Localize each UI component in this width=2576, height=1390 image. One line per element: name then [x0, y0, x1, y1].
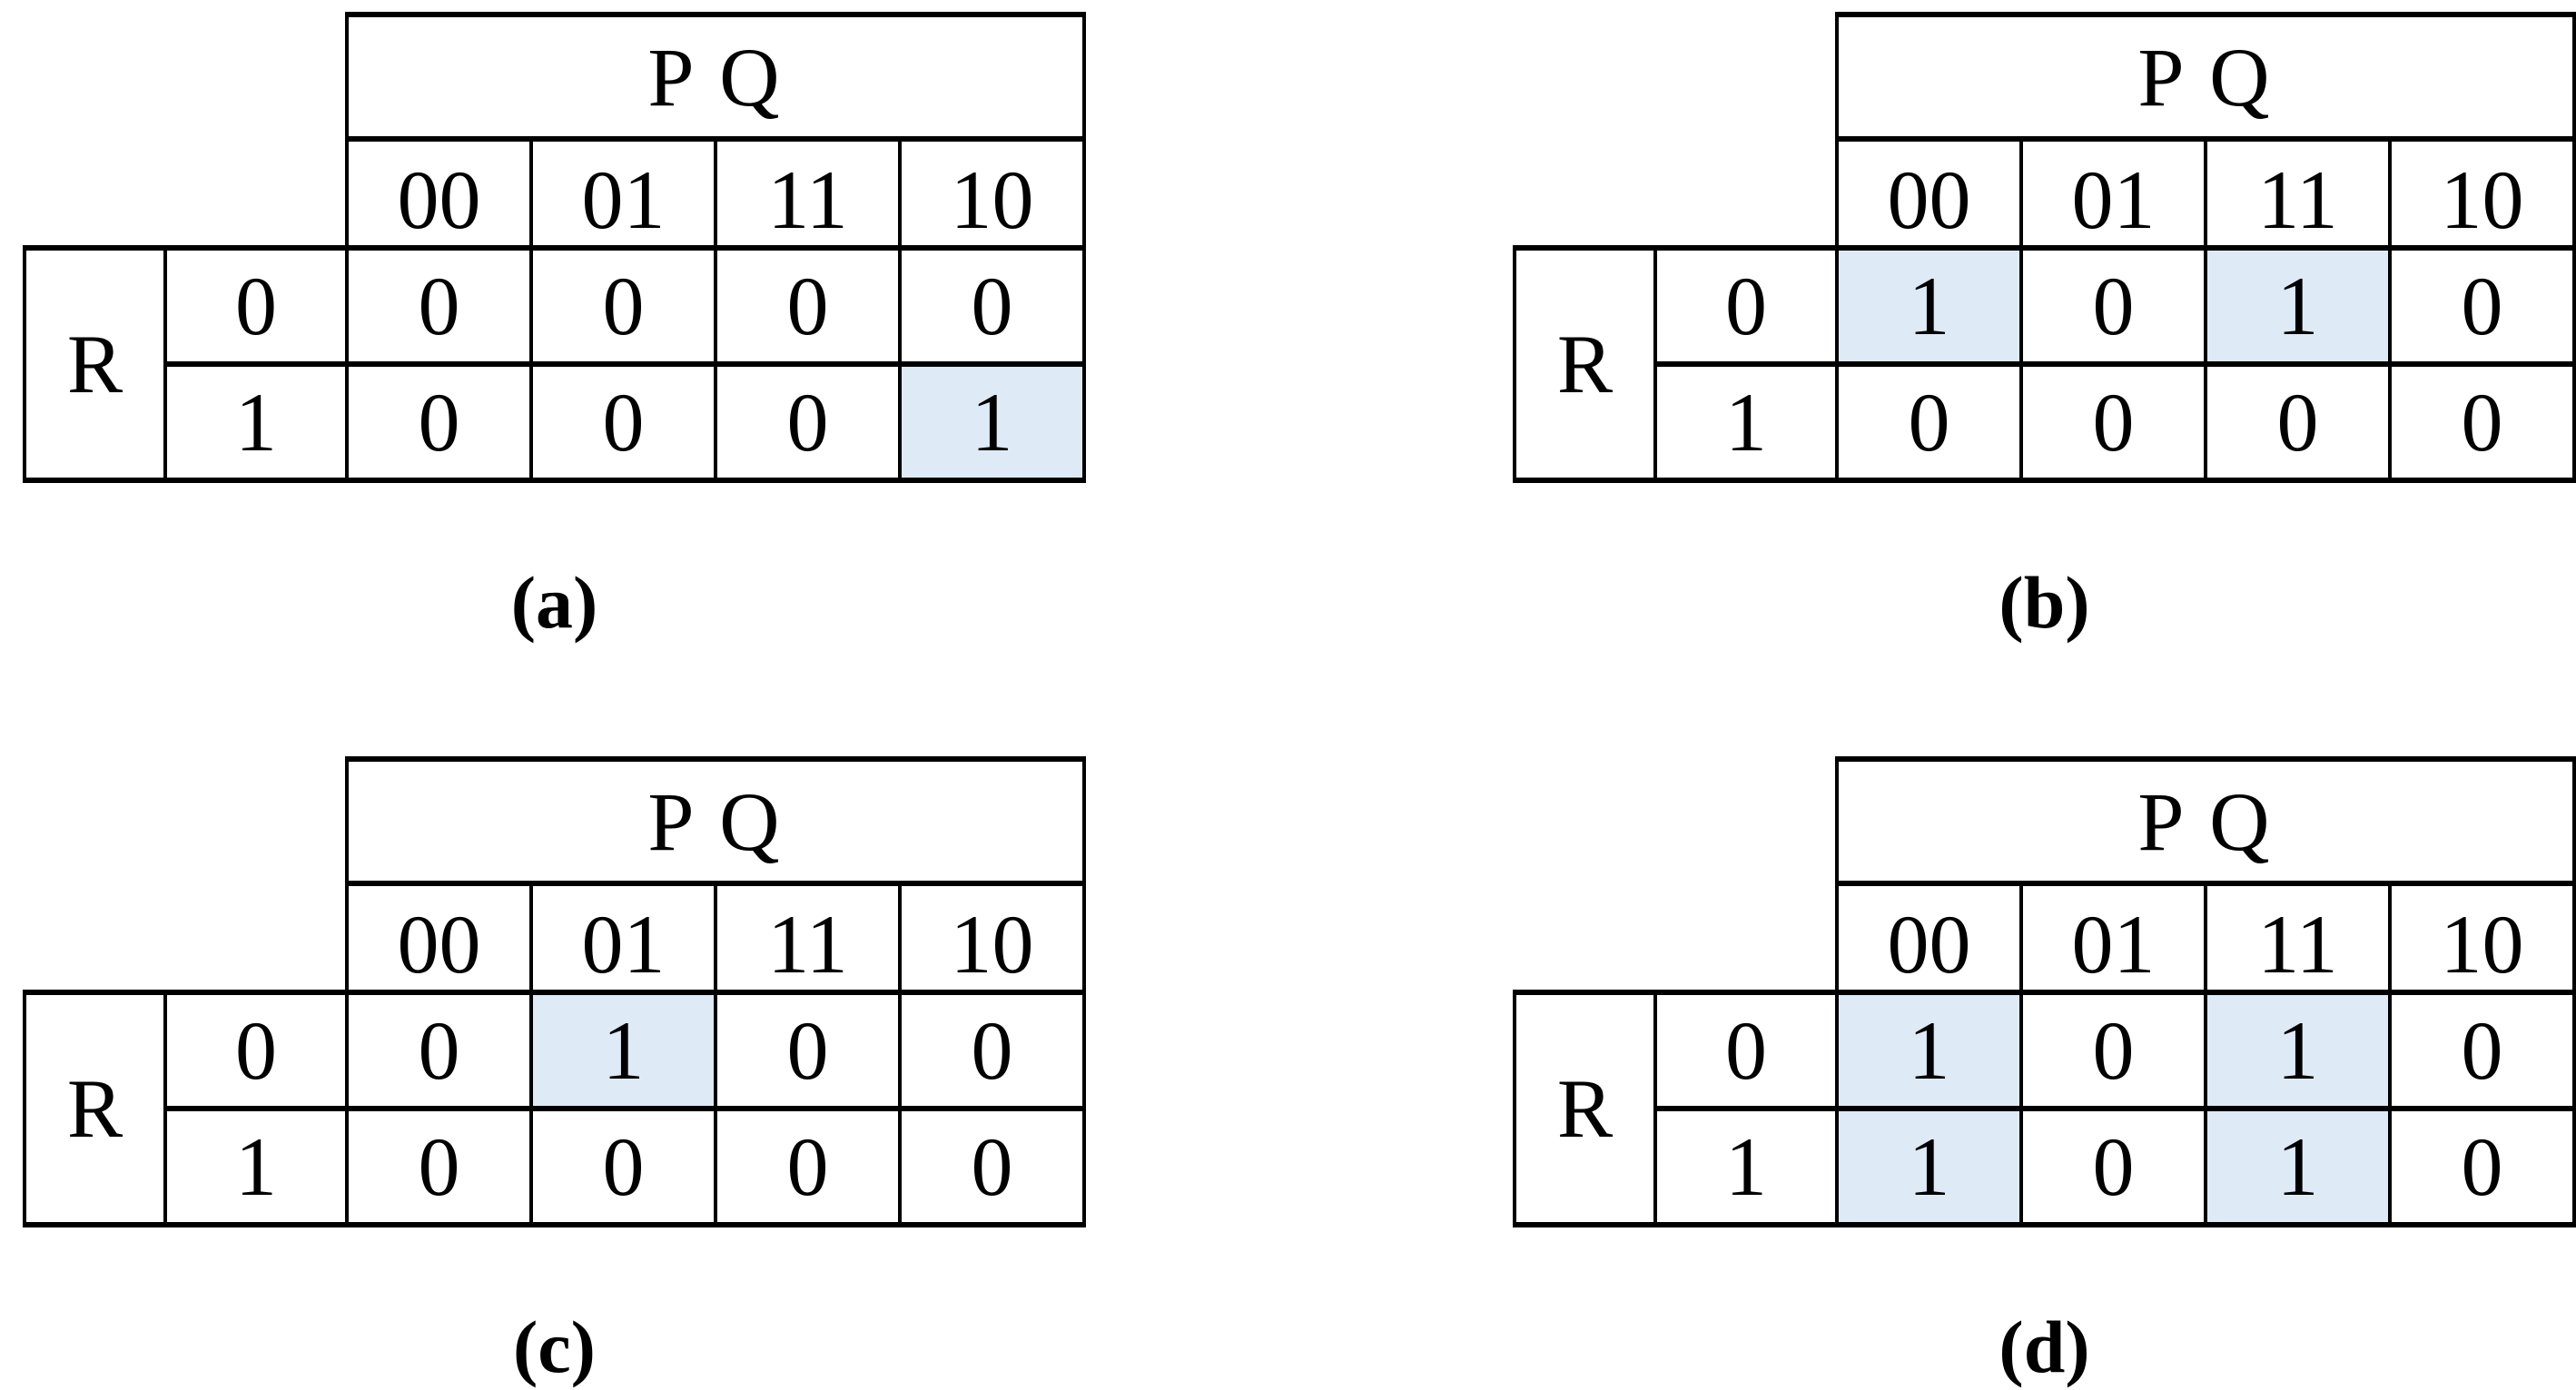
row-group-label: R — [1513, 990, 1657, 1227]
col-header-00: 00 — [345, 881, 533, 995]
row-header-1: 1 — [1653, 361, 1839, 483]
kmap-cell: 0 — [714, 1106, 902, 1227]
blank-corner — [25, 139, 347, 248]
kmap-cell: 0 — [714, 361, 902, 483]
row-header-0: 0 — [1653, 245, 1839, 367]
kmap-panel-c: P Q 00 01 11 10 R 0 0 1 0 0 1 0 0 0 0 (c… — [23, 756, 1086, 1390]
kmap-cell: 0 — [1835, 361, 2023, 483]
kmap-cell: 0 — [898, 990, 1086, 1111]
col-header-10: 10 — [2388, 881, 2576, 995]
kmap-cell: 0 — [714, 245, 902, 367]
kmap-cell: 0 — [529, 1106, 717, 1227]
kmap-cell: 0 — [898, 245, 1086, 367]
blank-corner — [25, 15, 347, 139]
kmap-cell: 0 — [2388, 361, 2576, 483]
kmap-cell: 1 — [2204, 245, 2392, 367]
col-header-01: 01 — [2019, 881, 2207, 995]
row-header-0: 0 — [163, 990, 349, 1111]
row-header-0: 0 — [1653, 990, 1839, 1111]
kmap-cell: 1 — [898, 361, 1086, 483]
blank-corner — [1515, 15, 1837, 139]
kmap-cell: 0 — [714, 990, 902, 1111]
col-header-11: 11 — [2204, 881, 2392, 995]
kmap-cell: 0 — [2388, 1106, 2576, 1227]
panel-caption-a: (a) — [510, 561, 598, 644]
kmap-table-b: P Q 00 01 11 10 R 0 1 0 1 0 1 0 0 0 0 — [1513, 12, 2576, 483]
col-group-label: P Q — [345, 756, 1086, 886]
kmap-cell: 1 — [2204, 1106, 2392, 1227]
kmap-cell: 1 — [1835, 990, 2023, 1111]
row-group-label: R — [23, 245, 167, 483]
col-header-10: 10 — [898, 136, 1086, 251]
col-header-11: 11 — [714, 881, 902, 995]
kmap-cell: 0 — [345, 1106, 533, 1227]
kmap-cell: 1 — [1835, 245, 2023, 367]
col-header-00: 00 — [1835, 136, 2023, 251]
kmap-cell: 1 — [1835, 1106, 2023, 1227]
row-header-1: 1 — [163, 361, 349, 483]
kmap-table-c: P Q 00 01 11 10 R 0 0 1 0 0 1 0 0 0 0 — [23, 756, 1086, 1227]
blank-corner — [25, 883, 347, 992]
col-header-01: 01 — [529, 881, 717, 995]
panel-caption-d: (d) — [1999, 1306, 2090, 1388]
panel-caption-c: (c) — [512, 1306, 596, 1388]
kmap-cell: 0 — [345, 361, 533, 483]
row-group-label: R — [1513, 245, 1657, 483]
panel-caption-b: (b) — [1999, 561, 2090, 644]
kmap-cell: 1 — [529, 990, 717, 1111]
col-header-11: 11 — [2204, 136, 2392, 251]
kmap-cell: 0 — [2019, 1106, 2207, 1227]
col-header-11: 11 — [714, 136, 902, 251]
kmap-cell: 0 — [2019, 245, 2207, 367]
blank-corner — [1515, 883, 1837, 992]
col-header-00: 00 — [345, 136, 533, 251]
kmap-cell: 0 — [2388, 990, 2576, 1111]
col-header-01: 01 — [529, 136, 717, 251]
kmap-panel-a: P Q 00 01 11 10 R 0 0 0 0 0 1 0 0 0 1 (a… — [23, 12, 1086, 646]
blank-corner — [1515, 139, 1837, 248]
kmap-panel-b: P Q 00 01 11 10 R 0 1 0 1 0 1 0 0 0 0 (b… — [1513, 12, 2576, 646]
kmap-panel-d: P Q 00 01 11 10 R 0 1 0 1 0 1 1 0 1 0 (d… — [1513, 756, 2576, 1390]
kmap-cell: 0 — [529, 361, 717, 483]
kmap-cell: 1 — [2204, 990, 2392, 1111]
col-header-01: 01 — [2019, 136, 2207, 251]
kmap-table-d: P Q 00 01 11 10 R 0 1 0 1 0 1 1 0 1 0 — [1513, 756, 2576, 1227]
kmap-cell: 0 — [2019, 361, 2207, 483]
row-header-0: 0 — [163, 245, 349, 367]
kmap-cell: 0 — [345, 990, 533, 1111]
col-group-label: P Q — [1835, 12, 2576, 142]
kmap-cell: 0 — [2388, 245, 2576, 367]
kmap-cell: 0 — [898, 1106, 1086, 1227]
row-header-1: 1 — [1653, 1106, 1839, 1227]
col-header-10: 10 — [2388, 136, 2576, 251]
col-header-00: 00 — [1835, 881, 2023, 995]
col-group-label: P Q — [1835, 756, 2576, 886]
kmap-cell: 0 — [345, 245, 533, 367]
row-header-1: 1 — [163, 1106, 349, 1227]
kmap-cell: 0 — [2204, 361, 2392, 483]
blank-corner — [25, 759, 347, 883]
kmap-cell: 0 — [2019, 990, 2207, 1111]
kmap-table-a: P Q 00 01 11 10 R 0 0 0 0 0 1 0 0 0 1 — [23, 12, 1086, 483]
col-header-10: 10 — [898, 881, 1086, 995]
kmap-cell: 0 — [529, 245, 717, 367]
row-group-label: R — [23, 990, 167, 1227]
col-group-label: P Q — [345, 12, 1086, 142]
blank-corner — [1515, 759, 1837, 883]
